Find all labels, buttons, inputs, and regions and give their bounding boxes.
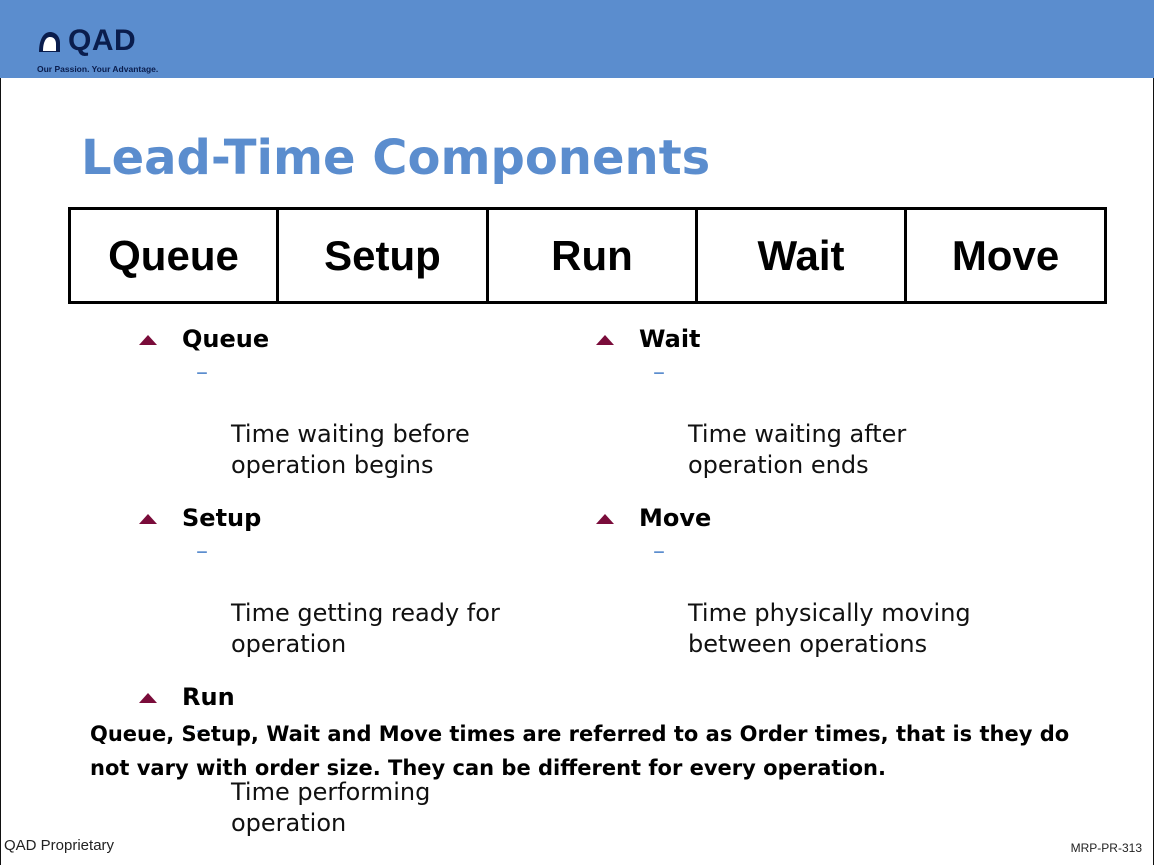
bullet-description: Time performing operation (231, 778, 431, 837)
component-cell-wait: Wait (698, 210, 907, 301)
footer-proprietary: QAD Proprietary (4, 837, 115, 854)
footer-slide-code: MRP-PR-313 (1070, 841, 1142, 855)
triangle-up-icon (596, 514, 614, 524)
list-item: Queue – Time waiting before operation be… (139, 322, 500, 481)
dash-icon: – (196, 716, 208, 744)
component-cell-setup: Setup (279, 210, 489, 301)
qad-logo: QAD Our Passion. Your Advantage. (36, 24, 196, 75)
order-times-note: Queue, Setup, Wait and Move times are re… (90, 722, 1070, 780)
logo-wordmark: QAD (68, 24, 137, 57)
qad-logo-mark-icon (39, 32, 60, 52)
bullet-column-left: Queue – Time waiting before operation be… (139, 322, 500, 839)
page-title: Lead-Time Components (81, 130, 711, 186)
triangle-up-icon (139, 693, 157, 703)
bullet-heading: Setup (182, 504, 262, 532)
bullet-description: Time getting ready for operation (231, 599, 500, 658)
bullet-column-right: Wait – Time waiting after operation ends… (596, 322, 971, 660)
bullet-heading: Move (639, 504, 712, 532)
lead-time-components-table: Queue Setup Run Wait Move (68, 207, 1107, 304)
dash-icon: – (196, 537, 208, 565)
dash-icon: – (653, 537, 665, 565)
bullet-heading: Run (182, 683, 235, 711)
dash-icon: – (653, 358, 665, 386)
bullet-description: Time waiting before operation begins (231, 420, 470, 479)
triangle-up-icon (139, 335, 157, 345)
list-item: Run – Time performing operation (139, 680, 500, 839)
bullet-description: Time physically moving between operation… (688, 599, 971, 658)
list-item: Move – Time physically moving between op… (596, 501, 971, 660)
component-cell-run: Run (489, 210, 698, 301)
bullet-heading: Queue (182, 325, 270, 353)
logo-tagline: Our Passion. Your Advantage. (37, 64, 159, 74)
list-item: Wait – Time waiting after operation ends (596, 322, 971, 481)
triangle-up-icon (139, 514, 157, 524)
triangle-up-icon (596, 335, 614, 345)
dash-icon: – (196, 358, 208, 386)
left-border (0, 78, 1, 865)
header-band (0, 0, 1154, 78)
list-item: Setup – Time getting ready for operation (139, 501, 500, 660)
component-cell-move: Move (951, 231, 1060, 279)
component-cell-queue: Queue (71, 210, 279, 301)
bullet-description: Time waiting after operation ends (688, 420, 907, 479)
bullet-heading: Wait (639, 325, 701, 353)
